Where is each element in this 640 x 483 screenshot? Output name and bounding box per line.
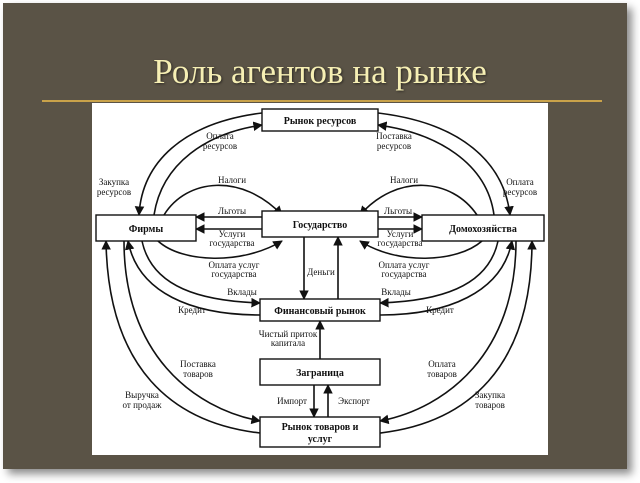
flow-payment-goods [379, 240, 517, 425]
label-gov-services-left-l1: Услуги [219, 229, 246, 239]
flow-taxes-left [163, 184, 283, 216]
flow-purchase-goods [379, 240, 537, 434]
svg-text:Домохозяйства: Домохозяйства [449, 224, 517, 235]
label-credit-right: Кредит [426, 305, 454, 315]
label-purchase-resources-l1: Закупка [99, 177, 129, 187]
label-net-inflow-l2: капитала [271, 338, 305, 348]
label-revenue-l2: от продаж [123, 400, 163, 410]
flow-taxes-right [359, 184, 478, 216]
label-deposits-left: Вклады [227, 287, 257, 297]
label-taxes-right: Налоги [390, 175, 418, 185]
flow-purchase-resources [134, 112, 263, 216]
flow-revenue [101, 240, 261, 434]
slide-title: Роль агентов на рынке [153, 52, 487, 91]
label-gov-services-right-l1: Услуги [387, 229, 414, 239]
flow-payment-resources-right [377, 112, 514, 216]
flow-supply-goods [123, 240, 261, 425]
node-government: Государство [261, 210, 379, 238]
flow-credit-left [124, 240, 261, 316]
flow-deposits-left [141, 240, 261, 308]
label-deposits-right: Вклады [381, 287, 411, 297]
svg-text:Рынок товаров и: Рынок товаров и [282, 422, 359, 433]
node-resource-market: Рынок ресурсов [261, 108, 379, 132]
label-credit-left: Кредит [178, 305, 206, 315]
label-purchase-goods-l1: Закупка [475, 390, 505, 400]
label-purchase-resources-l2: ресурсов [97, 187, 131, 197]
node-households: Домохозяйства [421, 214, 545, 242]
label-payment-resources-l2: ресурсов [203, 141, 237, 151]
label-payment-services-right-l2: государства [381, 269, 426, 279]
diagram-panel: Рынок ресурсов Фирмы Государство Домохоз… [92, 103, 548, 455]
node-financial-market: Финансовый рынок [259, 298, 381, 322]
label-payment-services-right-l1: Оплата услуг [378, 260, 429, 270]
flow-labels: Оплата ресурсов Поставка ресурсов Закупк… [97, 131, 537, 410]
label-supply-goods-l1: Поставка [180, 359, 216, 369]
label-payment-resources-l1: Оплата [206, 131, 234, 141]
label-benefits-left: Льготы [218, 206, 246, 216]
flow-credit-right [379, 240, 516, 316]
label-money: Деньги [307, 267, 335, 277]
flow-deposits-right [379, 240, 499, 308]
svg-text:Финансовый рынок: Финансовый рынок [274, 306, 366, 317]
node-goods-market: Рынок товаров и услуг [259, 416, 381, 448]
label-taxes-left: Налоги [218, 175, 246, 185]
label-gov-services-left-l2: государства [209, 238, 254, 248]
label-payment-resources-right-l2: ресурсов [503, 187, 537, 197]
label-revenue-l1: Выручка [125, 390, 159, 400]
label-net-inflow-l1: Чистый приток [259, 329, 318, 339]
title-divider [42, 100, 602, 102]
flow-payment-services-left [157, 240, 283, 260]
flow-diagram: Рынок ресурсов Фирмы Государство Домохоз… [95, 108, 545, 448]
svg-text:Рынок ресурсов: Рынок ресурсов [284, 116, 357, 127]
label-purchase-goods-l2: товаров [475, 400, 505, 410]
node-firms: Фирмы [95, 214, 197, 242]
label-payment-resources-right-l1: Оплата [506, 177, 534, 187]
svg-text:Фирмы: Фирмы [129, 224, 164, 235]
label-payment-services-left-l1: Оплата услуг [208, 260, 259, 270]
flow-supply-resources [377, 121, 495, 216]
label-supply-goods-l2: товаров [183, 369, 213, 379]
flow-lines [101, 112, 537, 434]
node-abroad: Заграница [259, 358, 381, 386]
label-benefits-right: Льготы [384, 206, 412, 216]
svg-text:Заграница: Заграница [296, 368, 344, 379]
label-import: Импорт [277, 396, 307, 406]
label-payment-goods-l1: Оплата [428, 359, 456, 369]
label-supply-resources-l1: Поставка [376, 131, 412, 141]
svg-text:услуг: услуг [308, 434, 333, 445]
label-gov-services-right-l2: государства [377, 238, 422, 248]
svg-text:Государство: Государство [293, 220, 347, 231]
label-payment-services-left-l2: государства [211, 269, 256, 279]
label-payment-goods-l2: товаров [427, 369, 457, 379]
label-supply-resources-l2: ресурсов [377, 141, 411, 151]
flow-payment-services-right [359, 240, 483, 260]
flow-payment-resources-left [153, 121, 263, 216]
label-export: Экспорт [338, 396, 370, 406]
